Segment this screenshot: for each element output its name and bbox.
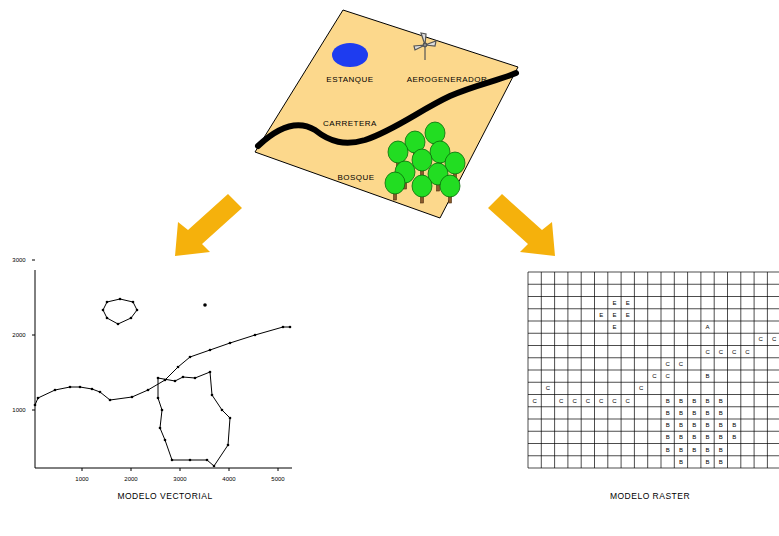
axis-tick: 3000 <box>173 476 186 482</box>
axis-tick: 4000 <box>222 476 235 482</box>
raster-cell: E <box>626 312 630 318</box>
raster-cell: B <box>666 398 670 404</box>
raster-cell: B <box>679 434 683 440</box>
raster-cell: B <box>706 447 710 453</box>
raster-cell: B <box>706 459 710 465</box>
raster-cell: E <box>612 324 616 330</box>
raster-cell: C <box>546 385 550 391</box>
raster-cell: E <box>599 312 603 318</box>
raster-cell: B <box>706 398 710 404</box>
raster-cell: C <box>665 361 669 367</box>
raster-cell: C <box>772 336 776 342</box>
raster-cell: B <box>732 422 736 428</box>
road-label: CARRETERA <box>323 120 377 128</box>
raster-cell: B <box>692 434 696 440</box>
raster-cell: B <box>732 434 736 440</box>
raster-cell: B <box>666 447 670 453</box>
axis-tick: 5000 <box>271 476 284 482</box>
raster-cell: B <box>706 410 710 416</box>
raster-cell: C <box>732 349 736 355</box>
raster-cell: C <box>532 398 536 404</box>
raster-cell: E <box>612 312 616 318</box>
raster-cell: B <box>692 398 696 404</box>
raster-cell: C <box>759 336 763 342</box>
vector-chart <box>32 260 292 471</box>
raster-cell: C <box>665 373 669 379</box>
axis-tick: 2000 <box>12 332 25 338</box>
raster-cell: B <box>692 422 696 428</box>
map-illustration <box>255 10 518 218</box>
raster-cell: A <box>706 324 710 330</box>
raster-cell: B <box>706 434 710 440</box>
raster-cell: C <box>599 398 603 404</box>
raster-cell: C <box>652 373 656 379</box>
raster-cell: C <box>626 398 630 404</box>
raster-cell: B <box>719 410 723 416</box>
caption: MODELO RASTER <box>610 492 690 501</box>
raster-cell: B <box>666 422 670 428</box>
caption: MODELO VECTORIAL <box>117 492 212 501</box>
raster-cell: C <box>639 385 643 391</box>
axis-tick: 1000 <box>12 407 25 413</box>
raster-grid <box>528 272 779 468</box>
raster-cell: B <box>719 447 723 453</box>
raster-cell: C <box>572 398 576 404</box>
raster-cell: B <box>679 447 683 453</box>
forest-label: BOSQUE <box>337 174 374 182</box>
pond-label: ESTANQUE <box>326 76 373 84</box>
raster-cell: C <box>586 398 590 404</box>
raster-cell: B <box>679 459 683 465</box>
raster-cell: B <box>666 410 670 416</box>
raster-cell: B <box>706 373 710 379</box>
raster-cell: B <box>692 410 696 416</box>
turbine-label: AEROGENERADOR <box>407 76 488 84</box>
raster-cell: B <box>719 422 723 428</box>
wind-turbine <box>414 33 436 60</box>
raster-cell: B <box>706 422 710 428</box>
road <box>258 73 516 146</box>
axis-tick: 3000 <box>12 257 25 263</box>
raster-cell: C <box>745 349 749 355</box>
raster-cell: B <box>692 447 696 453</box>
raster-cell: B <box>679 422 683 428</box>
raster-cell: E <box>612 300 616 306</box>
raster-cell: B <box>679 410 683 416</box>
raster-cell: C <box>612 398 616 404</box>
axis-tick: 1000 <box>75 476 88 482</box>
raster-cell: B <box>719 434 723 440</box>
arrow <box>175 194 555 256</box>
forest <box>385 122 465 203</box>
raster-cell: B <box>666 434 670 440</box>
raster-cell: C <box>559 398 563 404</box>
raster-cell: B <box>679 398 683 404</box>
raster-cell: C <box>679 361 683 367</box>
raster-cell: E <box>626 300 630 306</box>
raster-cell: B <box>719 398 723 404</box>
raster-cell: B <box>719 459 723 465</box>
axis-tick: 2000 <box>124 476 137 482</box>
raster-cell: C <box>719 349 723 355</box>
raster-cell: C <box>705 349 709 355</box>
